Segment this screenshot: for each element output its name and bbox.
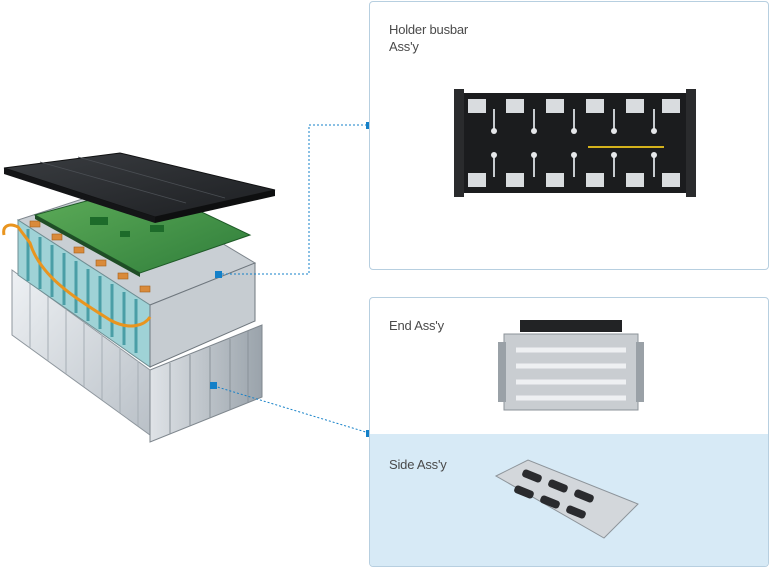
end-assy-label: End Ass'y [389, 318, 444, 333]
callout-line-holder-busbar [218, 124, 369, 275]
battery-module-illustration [2, 152, 276, 443]
holder-busbar-label-line2: Ass'y [389, 39, 419, 54]
callout-dot-side-source [210, 382, 217, 389]
end-assy-image [498, 320, 644, 411]
callout-line-side [213, 385, 370, 434]
callout-dot-holder-source [215, 271, 222, 278]
module-case-end [149, 324, 263, 443]
holder-busbar-panel: Holder busbar Ass'y [369, 1, 769, 270]
holder-busbar-image [454, 89, 696, 197]
side-assy-image [494, 459, 639, 539]
side-assy-label: Side Ass'y [389, 457, 447, 472]
end-side-panel: End Ass'y Side Ass'y [369, 297, 769, 567]
holder-busbar-label-line1: Holder busbar [389, 22, 469, 37]
holder-busbar-label: Holder busbar Ass'y [389, 21, 468, 55]
